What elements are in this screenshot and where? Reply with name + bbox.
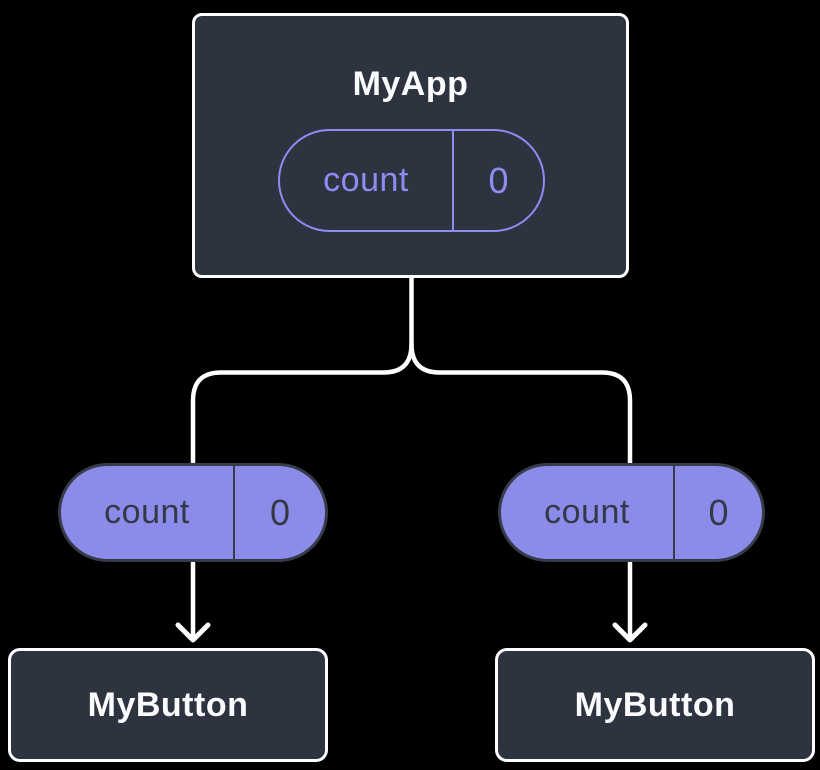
component-label-mybutton: MyButton	[574, 685, 736, 724]
arrowhead-down-right-icon	[612, 622, 648, 643]
state-pill-myapp: count 0	[278, 129, 545, 232]
prop-name-label: count	[104, 493, 190, 531]
state-value: 0	[452, 131, 543, 230]
component-label-myapp: MyApp	[352, 65, 469, 103]
prop-pill-left: count 0	[58, 463, 328, 562]
component-node-mybutton-left: MyButton	[8, 648, 328, 762]
fork-connector-left-branch	[190, 273, 414, 470]
arrowhead-down-left-icon	[175, 622, 211, 643]
prop-pill-right: count 0	[498, 463, 765, 562]
fork-connector-right-branch	[409, 341, 633, 470]
state-name-label: count	[323, 161, 409, 199]
component-node-mybutton-right: MyButton	[495, 648, 815, 762]
prop-value: 0	[233, 466, 325, 559]
prop-name-label: count	[544, 493, 630, 531]
component-label-mybutton: MyButton	[87, 685, 249, 724]
prop-value: 0	[673, 466, 762, 559]
component-node-myapp: MyApp	[192, 13, 629, 278]
